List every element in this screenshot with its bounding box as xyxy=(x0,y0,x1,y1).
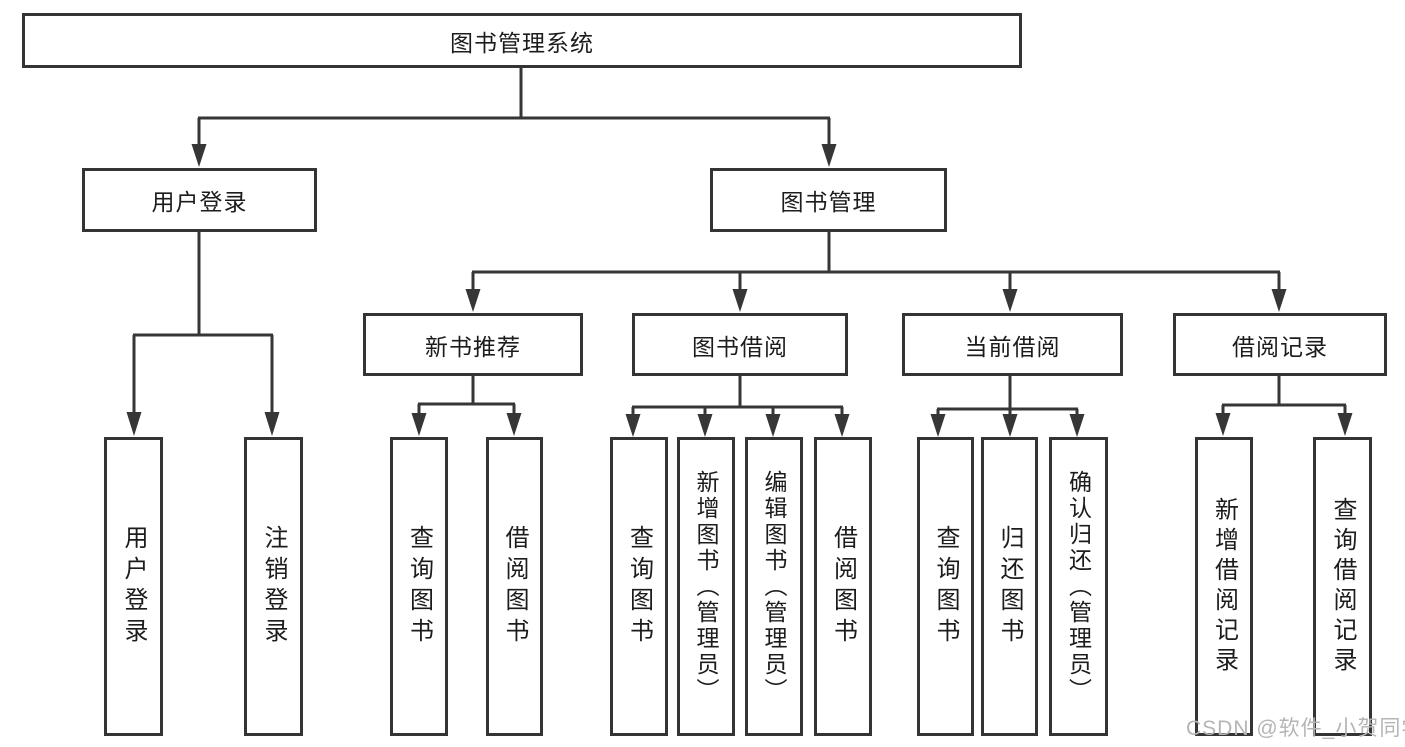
node-library-management-system: 图书管理系统 xyxy=(22,13,1022,68)
arrowheads xyxy=(126,144,1353,437)
leaf-query-books-recommend: 查询图书 xyxy=(390,437,448,736)
leaf-query-books-borrow: 查询图书 xyxy=(610,437,668,736)
leaf-query-borrow-record: 查询借阅记录 xyxy=(1313,437,1372,736)
csdn-watermark: CSDN @软件_小贺同学 xyxy=(1186,717,1405,740)
leaf-logout: 注销登录 xyxy=(244,437,303,736)
leaf-borrow-books-recommend: 借阅图书 xyxy=(486,437,543,736)
node-borrowing-records: 借阅记录 xyxy=(1173,313,1387,376)
leaf-add-borrow-record: 新增借阅记录 xyxy=(1195,437,1253,736)
leaf-borrow-books: 借阅图书 xyxy=(814,437,872,736)
node-book-management: 图书管理 xyxy=(710,168,947,232)
leaf-confirm-return-admin: 确认归还（管理员） xyxy=(1049,437,1108,736)
leaf-add-books-admin: 新增图书（管理员） xyxy=(677,437,735,736)
node-user-login: 用户登录 xyxy=(82,168,317,232)
leaf-query-books-current: 查询图书 xyxy=(917,437,974,736)
node-new-book-recommendation: 新书推荐 xyxy=(363,313,583,376)
node-current-borrowing: 当前借阅 xyxy=(902,313,1123,376)
node-book-borrowing: 图书借阅 xyxy=(632,313,848,376)
leaf-return-books: 归还图书 xyxy=(981,437,1038,736)
leaf-user-login: 用户登录 xyxy=(104,437,163,736)
leaf-edit-books-admin: 编辑图书（管理员） xyxy=(745,437,803,736)
